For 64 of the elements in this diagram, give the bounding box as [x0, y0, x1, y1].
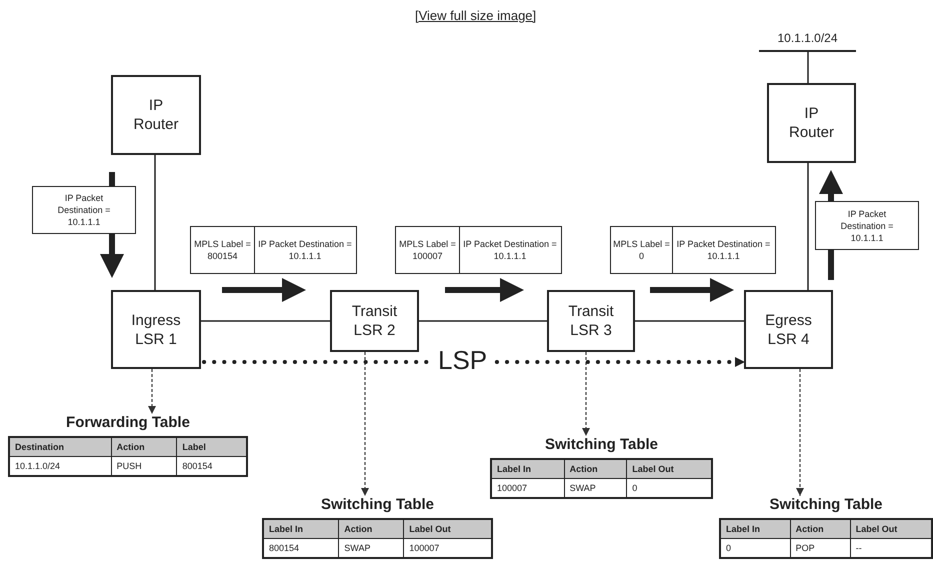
node-label: IP Router	[132, 96, 180, 134]
arrow	[796, 368, 804, 496]
arrow	[582, 352, 590, 436]
table-cell: 0	[720, 538, 790, 558]
arrow	[148, 368, 156, 414]
node-label: 10.1.1.0/24	[777, 31, 838, 45]
table-header-cell: Action	[564, 459, 627, 478]
table-title: Switching Table	[544, 436, 660, 454]
connector-line	[635, 320, 744, 322]
packet-box	[815, 201, 919, 250]
table-header-cell: Label In	[263, 519, 339, 538]
table-header-cell: Label In	[720, 519, 790, 538]
table-cell: SWAP	[564, 478, 627, 498]
node-label: Ingress LSR 1	[130, 310, 182, 348]
table-header-cell: Label	[176, 437, 247, 456]
arrow	[361, 352, 369, 496]
network-segment	[759, 31, 856, 52]
router-box	[767, 83, 856, 163]
table-cell: 100007	[491, 478, 564, 498]
table-cell: PUSH	[111, 456, 177, 476]
label-field: MPLS Label = 800154	[190, 226, 255, 274]
dotted-arrow	[202, 357, 746, 367]
table-cell: 0	[626, 478, 712, 498]
table-header-cell: Action	[338, 519, 404, 538]
lsr-box	[547, 290, 635, 352]
table-cell: POP	[790, 538, 850, 558]
packet-field: IP Packet Destination = 10.1.1.1	[672, 226, 776, 274]
packet-field: IP Packet Destination = 10.1.1.1	[254, 226, 356, 274]
node-label: IP Packet Destination = 10.1.1.1	[56, 192, 112, 228]
table-header-cell: Label Out	[626, 459, 712, 478]
label-field: MPLS Label = 100007	[395, 226, 460, 274]
table-title: Forwarding Table	[65, 414, 191, 432]
table-header-cell: Label In	[491, 459, 564, 478]
node-label: IP Packet Destination = 10.1.1.1	[840, 208, 894, 244]
router-box	[111, 75, 201, 155]
connector-line	[807, 52, 809, 83]
connector-line	[807, 163, 809, 290]
table-title: Switching Table	[320, 496, 436, 514]
connector-line	[419, 320, 547, 322]
table-title: Switching Table	[768, 496, 884, 514]
table-cell: 100007	[404, 538, 492, 558]
table-header-cell: Action	[111, 437, 177, 456]
node-label: Transit LSR 3	[567, 302, 615, 340]
lsr-box	[744, 290, 833, 369]
table-header-cell: Action	[790, 519, 850, 538]
lsr-box	[330, 290, 419, 352]
table-header-cell: Destination	[9, 437, 112, 456]
node-label: Transit LSR 2	[350, 302, 398, 340]
table-header-cell: Label Out	[850, 519, 932, 538]
packet-box	[32, 186, 136, 234]
table-cell: 800154	[263, 538, 339, 558]
table-cell: SWAP	[338, 538, 404, 558]
node-label: IP Router	[788, 104, 836, 142]
connector-line	[154, 155, 156, 290]
lsr-box	[111, 290, 201, 369]
view-link: [View full size image]	[415, 8, 536, 23]
label-field: MPLS Label = 0	[610, 226, 673, 274]
connector-line	[201, 320, 330, 322]
table-cell: 800154	[176, 456, 247, 476]
packet-field: IP Packet Destination = 10.1.1.1	[458, 226, 562, 274]
table-cell: 10.1.1.0/24	[9, 456, 112, 476]
table-cell: --	[850, 538, 932, 558]
table-header-cell: Label Out	[404, 519, 492, 538]
node-label: Egress LSR 4	[764, 310, 813, 348]
